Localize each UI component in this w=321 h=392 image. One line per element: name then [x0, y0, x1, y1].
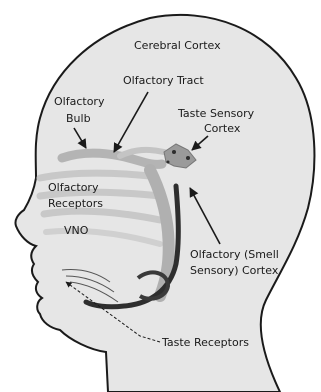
label-olfactory-bulb-2: Bulb	[66, 112, 91, 125]
label-olfactory-bulb-1: Olfactory	[54, 95, 105, 108]
label-smell-cortex-2: Sensory) Cortex	[190, 264, 279, 277]
label-olfactory-receptors-1: Olfactory	[48, 181, 99, 194]
label-smell-cortex-1: Olfactory (Smell	[190, 248, 279, 261]
label-cerebral-cortex: Cerebral Cortex	[134, 39, 221, 52]
taste-cortex-dot-3	[167, 161, 170, 164]
label-taste-cortex-2: Cortex	[204, 122, 241, 135]
label-olfactory-receptors-2: Receptors	[48, 197, 103, 210]
label-vno: VNO	[64, 224, 89, 237]
label-taste-cortex-1: Taste Sensory	[177, 107, 255, 120]
label-taste-receptors: Taste Receptors	[161, 336, 249, 349]
taste-cortex-dot-2	[186, 156, 190, 160]
taste-cortex-dot-1	[172, 150, 176, 154]
label-olfactory-tract: Olfactory Tract	[123, 74, 204, 87]
